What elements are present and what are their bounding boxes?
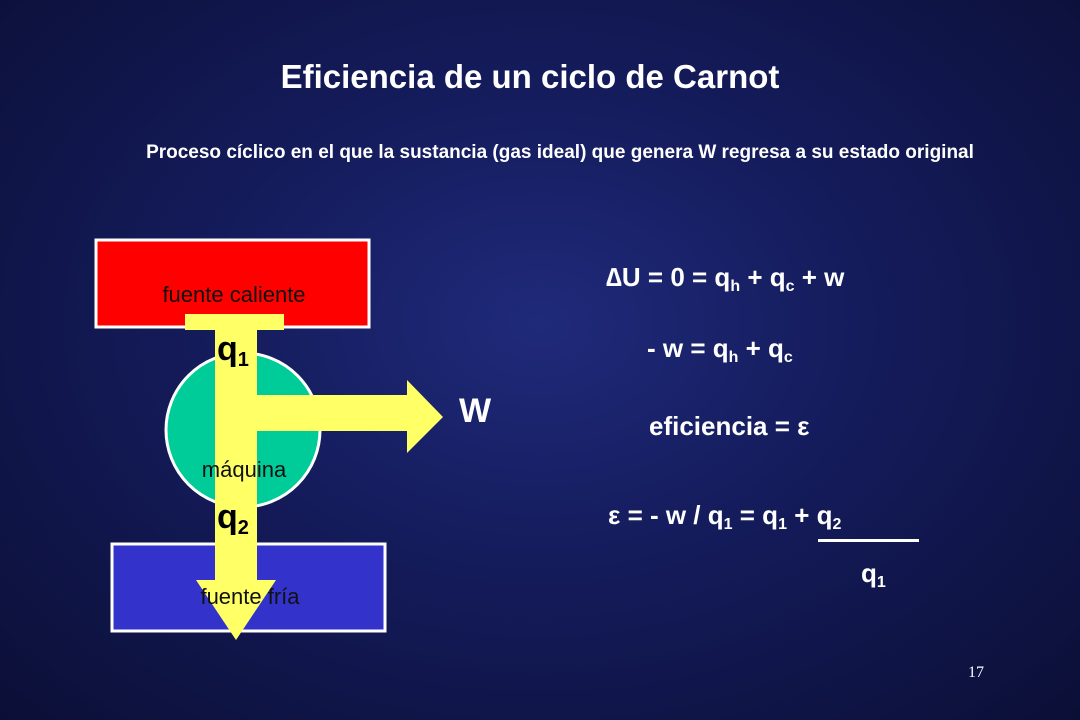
efficiency-denominator: q1 [861,558,886,591]
fraction-bar [818,539,919,542]
q2-label: q2 [217,498,249,539]
epsilon-symbol: ε [608,500,621,530]
slide-number: 17 [968,664,984,681]
slide-subtitle: Proceso cíclico en el que la sustancia (… [146,142,974,163]
work-label: W [459,392,492,430]
energy-balance-equation: ∆U = 0 = qh + qc + w [606,262,845,295]
hot-source-box [94,238,371,329]
work-arrow [236,380,443,453]
q1-arrow-head-connector [185,314,284,330]
epsilon-symbol: ε [797,411,810,441]
work-equation: - w = qh + qc [647,333,793,366]
efficiency-equation: ε = - w / q1 = q1 + q2 [608,500,842,533]
cold-source-label: fuente fría [200,584,300,609]
delta-symbol: ∆ [606,262,622,292]
q1-label: q1 [217,330,249,371]
engine-label: máquina [201,457,287,482]
hot-source-label: fuente caliente [162,282,306,307]
efficiency-definition: eficiencia = ε [649,411,810,441]
slide-title: Eficiencia de un ciclo de Carnot [280,58,780,95]
